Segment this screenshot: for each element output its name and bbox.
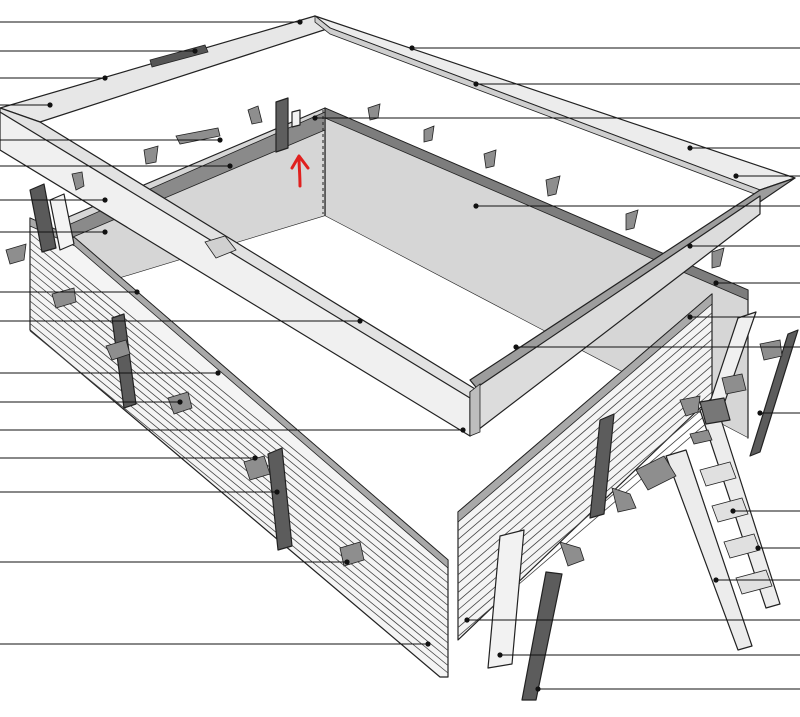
callout-leader-dot	[513, 344, 519, 350]
callout-leader-dot	[134, 289, 140, 295]
callout-leader-dot	[47, 102, 53, 108]
callout-leader-dot	[409, 45, 415, 51]
wall-plank-line	[457, 347, 713, 567]
post-loose-dark	[521, 571, 563, 701]
callout-leaders	[0, 19, 800, 692]
callout-leader-dot	[227, 163, 233, 169]
post-left-white	[49, 193, 75, 251]
ladder-rail-left	[665, 449, 753, 651]
wall-plank-line	[457, 330, 713, 549]
post-right-dark	[749, 329, 799, 457]
ladder-hook	[699, 397, 731, 425]
callout-leader-dot	[687, 243, 693, 249]
post-left-mid	[111, 313, 137, 409]
callout-leader-dot	[755, 545, 761, 551]
callout-leader-dot	[535, 686, 541, 692]
brackets	[5, 103, 783, 567]
wall-plank-line	[29, 285, 449, 629]
callout-leader-dot	[713, 577, 719, 583]
callout-leader-dot	[473, 203, 479, 209]
callout-leader-dot	[733, 173, 739, 179]
outer-wall-left-planks	[29, 233, 449, 674]
wall-plank-line	[29, 300, 449, 644]
callout-leader-dot	[344, 559, 350, 565]
callout-leader-dot	[192, 48, 198, 54]
ladder	[665, 397, 781, 651]
post-back-light	[291, 109, 301, 128]
callout-leader-dot	[757, 410, 763, 416]
posts	[29, 97, 799, 701]
callout-leader-dot	[297, 19, 303, 25]
post-loose-white	[487, 529, 525, 669]
callout-leader-dot	[217, 137, 223, 143]
callout-leader-dot	[473, 81, 479, 87]
callout-leader-dot	[497, 652, 503, 658]
wall-plank-line	[29, 323, 449, 666]
post-front-right	[589, 413, 615, 519]
callout-leader-dot	[425, 641, 431, 647]
callout-leader-dot	[687, 314, 693, 320]
callout-leader-dot	[102, 229, 108, 235]
callout-leader-dot	[312, 115, 318, 121]
wall-plank-line	[29, 240, 449, 584]
wall-plank-line	[457, 338, 713, 558]
callout-leader-dot	[102, 197, 108, 203]
wall-plank-line	[29, 248, 449, 591]
wall-plank-line	[29, 233, 449, 576]
callout-leader-dot	[252, 455, 258, 461]
wall-plank-line	[29, 255, 449, 599]
wall-plank-line	[457, 312, 713, 532]
callout-leader-dot	[177, 399, 183, 405]
callout-leader-dot	[460, 427, 466, 433]
callout-leader-dot	[464, 617, 470, 623]
post-left-corner	[29, 183, 57, 253]
callout-leader-dot	[102, 75, 108, 81]
callout-leader-dot	[687, 145, 693, 151]
callout-leader-dot	[274, 489, 280, 495]
wall-plank-line	[29, 293, 449, 636]
callout-leader-dot	[730, 508, 736, 514]
post-back	[275, 97, 289, 153]
wall-plank-line	[29, 330, 449, 674]
wall-plank-line	[29, 270, 449, 614]
callout-leader-dot	[215, 370, 221, 376]
post-left-front	[267, 447, 293, 551]
top-rail-frame	[0, 15, 796, 437]
callout-leader-dot	[357, 318, 363, 324]
wall-plank-line	[29, 308, 449, 651]
assembly-arrow-icon	[290, 154, 310, 188]
wall-plank-line	[29, 278, 449, 621]
wall-plank-line	[457, 321, 713, 540]
callout-leader-dot	[713, 280, 719, 286]
